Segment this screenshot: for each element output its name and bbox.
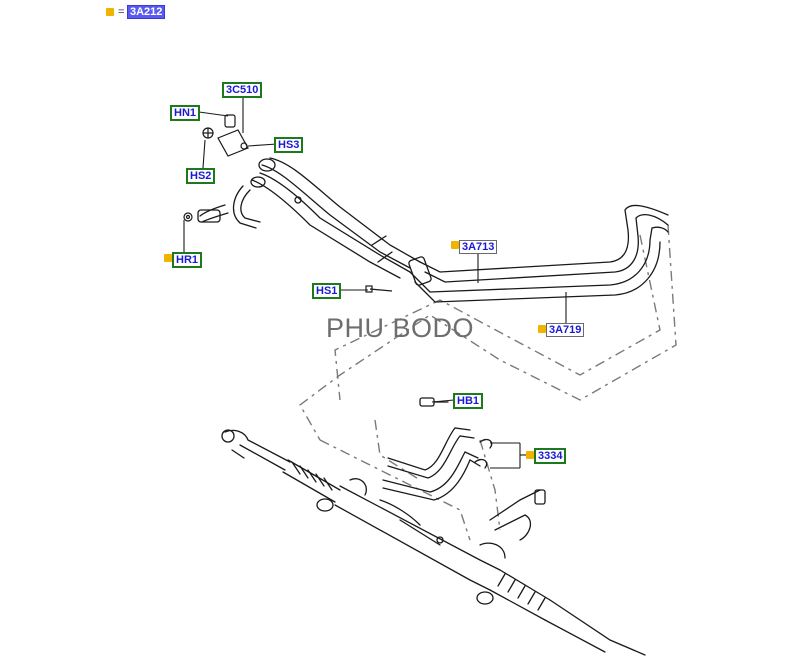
3A713-marker-icon: [451, 241, 459, 249]
callout-HB1[interactable]: HB1: [453, 393, 484, 409]
watermark: PHU BODO: [326, 313, 475, 343]
callout-HS3[interactable]: HS3: [274, 137, 304, 153]
callout-HR1[interactable]: HR1: [172, 252, 203, 268]
legend-equals: =: [118, 6, 125, 18]
callout-HN1[interactable]: HN1: [170, 105, 201, 121]
upper-fasteners: [183, 114, 393, 293]
3334-marker-icon: [526, 451, 534, 459]
3A719-marker-icon: [538, 325, 546, 333]
lower-lines: [382, 397, 493, 501]
steering-rack: [221, 429, 646, 656]
callout-HS1[interactable]: HS1: [312, 283, 342, 299]
legend-marker-icon: [106, 8, 114, 16]
callout-3C510[interactable]: 3C510: [222, 82, 263, 98]
callout-3A719[interactable]: 3A719: [546, 323, 585, 337]
dashed-outline: [299, 224, 677, 541]
callout-3334[interactable]: 3334: [534, 448, 567, 464]
hose-assembly-upper: [197, 157, 669, 303]
callout-3A713[interactable]: 3A713: [459, 240, 498, 254]
callout-HS2[interactable]: HS2: [186, 168, 216, 184]
hr1-marker-icon: [164, 254, 172, 262]
legend-code-3A212[interactable]: 3A212: [127, 5, 166, 19]
leader-lines: [183, 96, 567, 469]
